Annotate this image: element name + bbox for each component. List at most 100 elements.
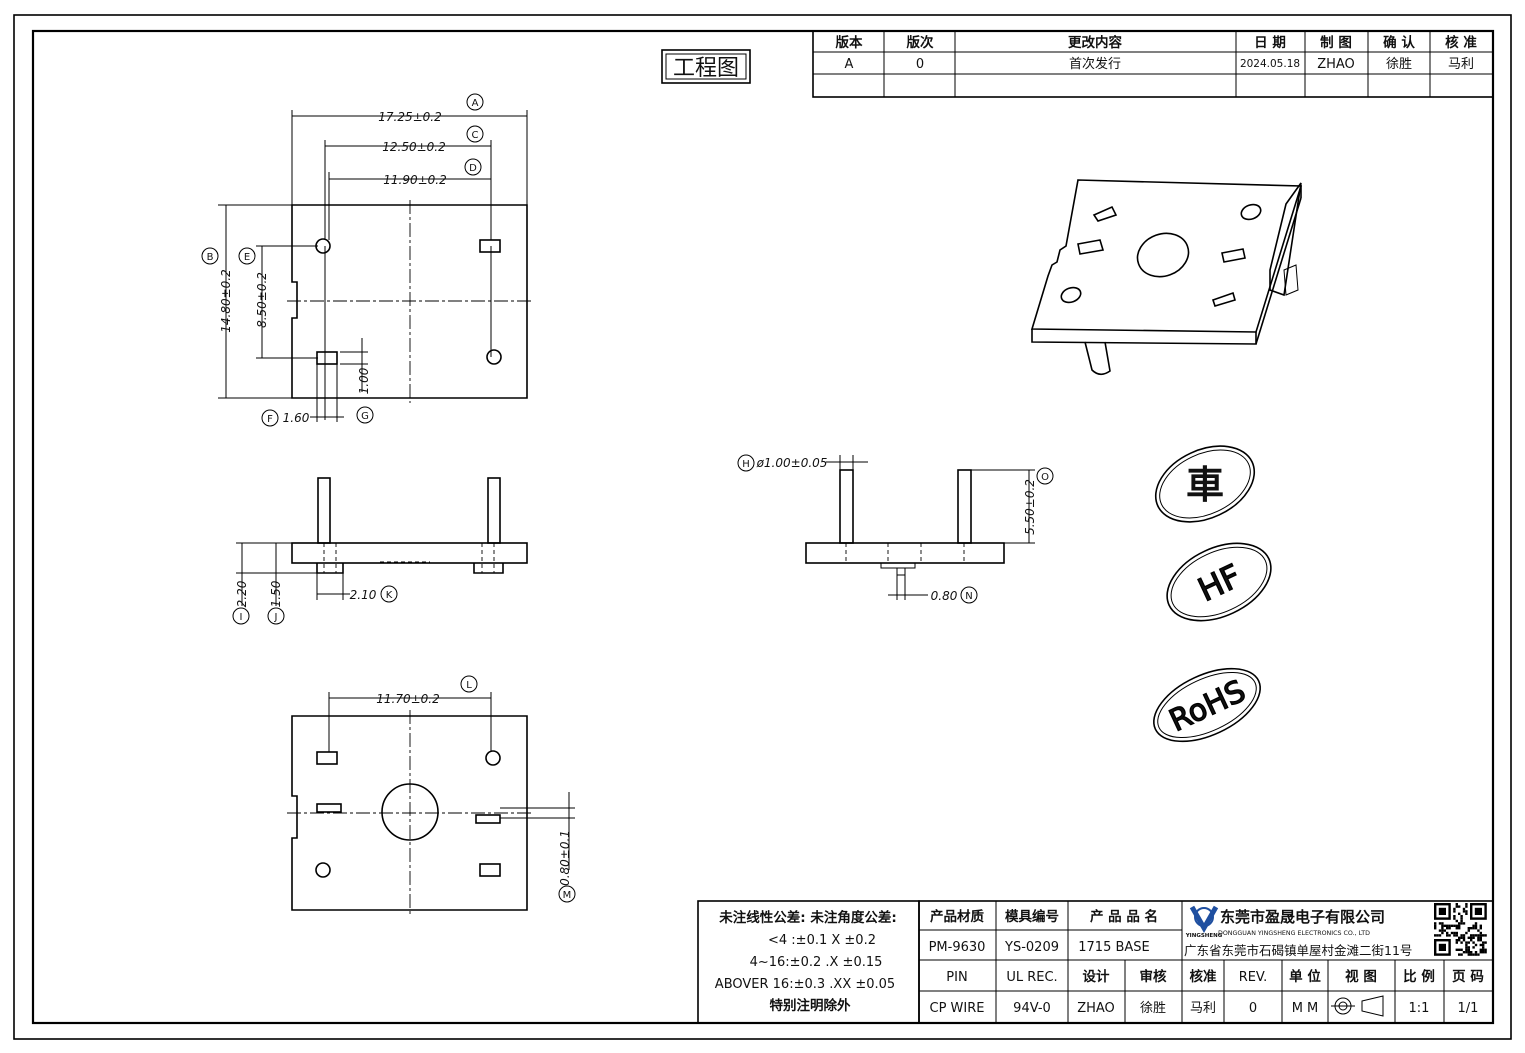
isometric-view — [1030, 179, 1303, 376]
svg-text:14.80±0.2: 14.80±0.2 — [219, 269, 233, 333]
side-view — [805, 469, 1005, 576]
svg-text:审核: 审核 — [1140, 968, 1168, 985]
revision-table: 版本 版次 更改内容 日 期 制 图 确 认 核 准 A 0 首次发行 2024… — [812, 30, 1494, 98]
svg-text:2.10: 2.10 — [350, 588, 377, 602]
company-logo-icon: YINGSHENG — [1185, 905, 1223, 939]
svg-text:制 图: 制 图 — [1320, 34, 1352, 51]
svg-text:比 例: 比 例 — [1403, 968, 1435, 985]
svg-text:1715 BASE: 1715 BASE — [1078, 940, 1150, 955]
svg-text:D: D — [469, 163, 477, 174]
hf-mark: HF — [1166, 542, 1272, 622]
dimension-balloons: A B C D E F G H I J K L M N O — [201, 93, 1054, 903]
svg-text:未注线性公差: 未注角度公差:: 未注线性公差: 未注角度公差: — [719, 909, 897, 926]
svg-text:版本: 版本 — [836, 34, 864, 51]
pin-hole — [315, 238, 331, 254]
pin — [839, 469, 854, 544]
svg-text:17.25±0.2: 17.25±0.2 — [378, 110, 442, 124]
svg-text:0.80: 0.80 — [931, 589, 958, 603]
svg-text:REV.: REV. — [1239, 970, 1268, 985]
svg-text:1/1: 1/1 — [1458, 1001, 1479, 1016]
svg-text:<4 :±0.1 X ±0.2: <4 :±0.1 X ±0.2 — [768, 933, 876, 948]
slot-hole — [316, 351, 338, 365]
svg-text:A: A — [845, 57, 854, 72]
svg-text:单 位: 单 位 — [1289, 968, 1321, 985]
svg-text:A: A — [472, 98, 479, 109]
svg-text:徐胜: 徐胜 — [1386, 57, 1412, 72]
pin — [317, 477, 331, 544]
svg-text:B: B — [207, 252, 214, 263]
svg-text:F: F — [267, 414, 273, 425]
svg-text:M M: M M — [1292, 1001, 1319, 1016]
svg-text:E: E — [244, 252, 250, 263]
slot-hole — [475, 814, 501, 824]
svg-text:模具编号: 模具编号 — [1005, 908, 1059, 925]
pin-hole — [315, 862, 331, 878]
svg-text:马利: 马利 — [1190, 1001, 1216, 1016]
bottom-view-dimensions: 11.70±0.2 0.80±0.1 — [328, 692, 575, 886]
svg-text:PM-9630: PM-9630 — [929, 940, 986, 955]
svg-text:8.50±0.2: 8.50±0.2 — [255, 272, 269, 328]
svg-text:I: I — [240, 612, 243, 623]
svg-text:首次发行: 首次发行 — [1069, 56, 1121, 72]
svg-text:页 码: 页 码 — [1452, 969, 1484, 985]
svg-text:RoHS: RoHS — [1164, 674, 1251, 739]
svg-text:版次: 版次 — [907, 34, 935, 51]
svg-text:H: H — [742, 459, 750, 470]
svg-text:核 准: 核 准 — [1445, 34, 1477, 51]
svg-text:ZHAO: ZHAO — [1317, 57, 1355, 72]
slot-hole — [316, 751, 338, 765]
pin — [487, 477, 501, 544]
front-view-dimensions: 2.20 1.50 2.10 — [235, 542, 377, 607]
tolerance-block: 未注线性公差: 未注角度公差: <4 :±0.1 X ±0.2 4~16:±0.… — [697, 900, 920, 1024]
svg-text:日 期: 日 期 — [1254, 35, 1286, 51]
pin-hole — [485, 750, 501, 766]
svg-text:1.00: 1.00 — [357, 367, 371, 394]
svg-text:5.50±0.2: 5.50±0.2 — [1023, 479, 1037, 535]
svg-text:YINGSHENG: YINGSHENG — [1185, 933, 1223, 939]
svg-text:设计: 设计 — [1083, 968, 1111, 985]
svg-text:产 品 品 名: 产 品 品 名 — [1090, 908, 1158, 925]
svg-text:11.90±0.2: 11.90±0.2 — [383, 173, 447, 187]
svg-text:徐胜: 徐胜 — [1140, 1001, 1166, 1016]
svg-text:产品材质: 产品材质 — [930, 908, 984, 925]
inner-frame — [31, 29, 1495, 1025]
svg-text:車: 車 — [1186, 463, 1224, 507]
slot-hole — [316, 803, 342, 813]
svg-text:J: J — [274, 612, 278, 623]
title-block: 产品材质 模具编号 产 品 品 名 PM-9630 YS-0209 1715 B… — [918, 900, 1494, 1024]
car-mark: 車 — [1154, 445, 1256, 523]
svg-text:2024.05.18: 2024.05.18 — [1240, 58, 1300, 70]
outer-frame — [13, 14, 1512, 1040]
svg-text:G: G — [361, 411, 369, 422]
side-view-dimensions: ø1.00±0.05 5.50±0.2 0.80 — [756, 455, 1037, 603]
svg-text:特别注明除外: 特别注明除外 — [770, 997, 851, 1014]
svg-text:1:1: 1:1 — [1409, 1001, 1430, 1016]
svg-text:1.60: 1.60 — [283, 411, 310, 425]
svg-text:PIN: PIN — [946, 970, 967, 985]
svg-text:更改内容: 更改内容 — [1068, 34, 1122, 51]
svg-text:DONGGUAN YINGSHENG ELECTRONICS: DONGGUAN YINGSHENG ELECTRONICS CO., LTD — [1218, 930, 1370, 937]
svg-text:0.80±0.1: 0.80±0.1 — [558, 830, 572, 886]
svg-text:CP WIRE: CP WIRE — [930, 1001, 985, 1016]
svg-text:2.20: 2.20 — [235, 580, 249, 607]
pin-hole — [486, 349, 502, 365]
top-view-dimensions: 17.25±0.2 12.50±0.2 11.90±0.2 14.80±0.2 … — [218, 110, 528, 425]
rohs-mark: RoHS — [1153, 667, 1261, 743]
svg-text:L: L — [466, 680, 472, 691]
slot-hole — [479, 239, 501, 253]
qr-code-icon — [1434, 903, 1487, 956]
svg-text:C: C — [472, 130, 479, 141]
svg-text:O: O — [1041, 472, 1049, 483]
svg-text:94V-0: 94V-0 — [1013, 1001, 1051, 1016]
svg-text:核准: 核准 — [1190, 968, 1218, 985]
bottom-view — [287, 710, 532, 915]
svg-text:UL REC.: UL REC. — [1006, 970, 1057, 985]
svg-text:ZHAO: ZHAO — [1077, 1001, 1115, 1016]
svg-text:1.50: 1.50 — [269, 580, 283, 607]
svg-text:视 图: 视 图 — [1345, 968, 1377, 985]
svg-text:YS-0209: YS-0209 — [1004, 940, 1059, 955]
front-view — [291, 477, 528, 574]
company-block: YINGSHENG 东莞市盈晟电子有限公司 DONGGUAN YINGSHENG… — [1184, 903, 1487, 958]
svg-text:N: N — [965, 591, 972, 602]
